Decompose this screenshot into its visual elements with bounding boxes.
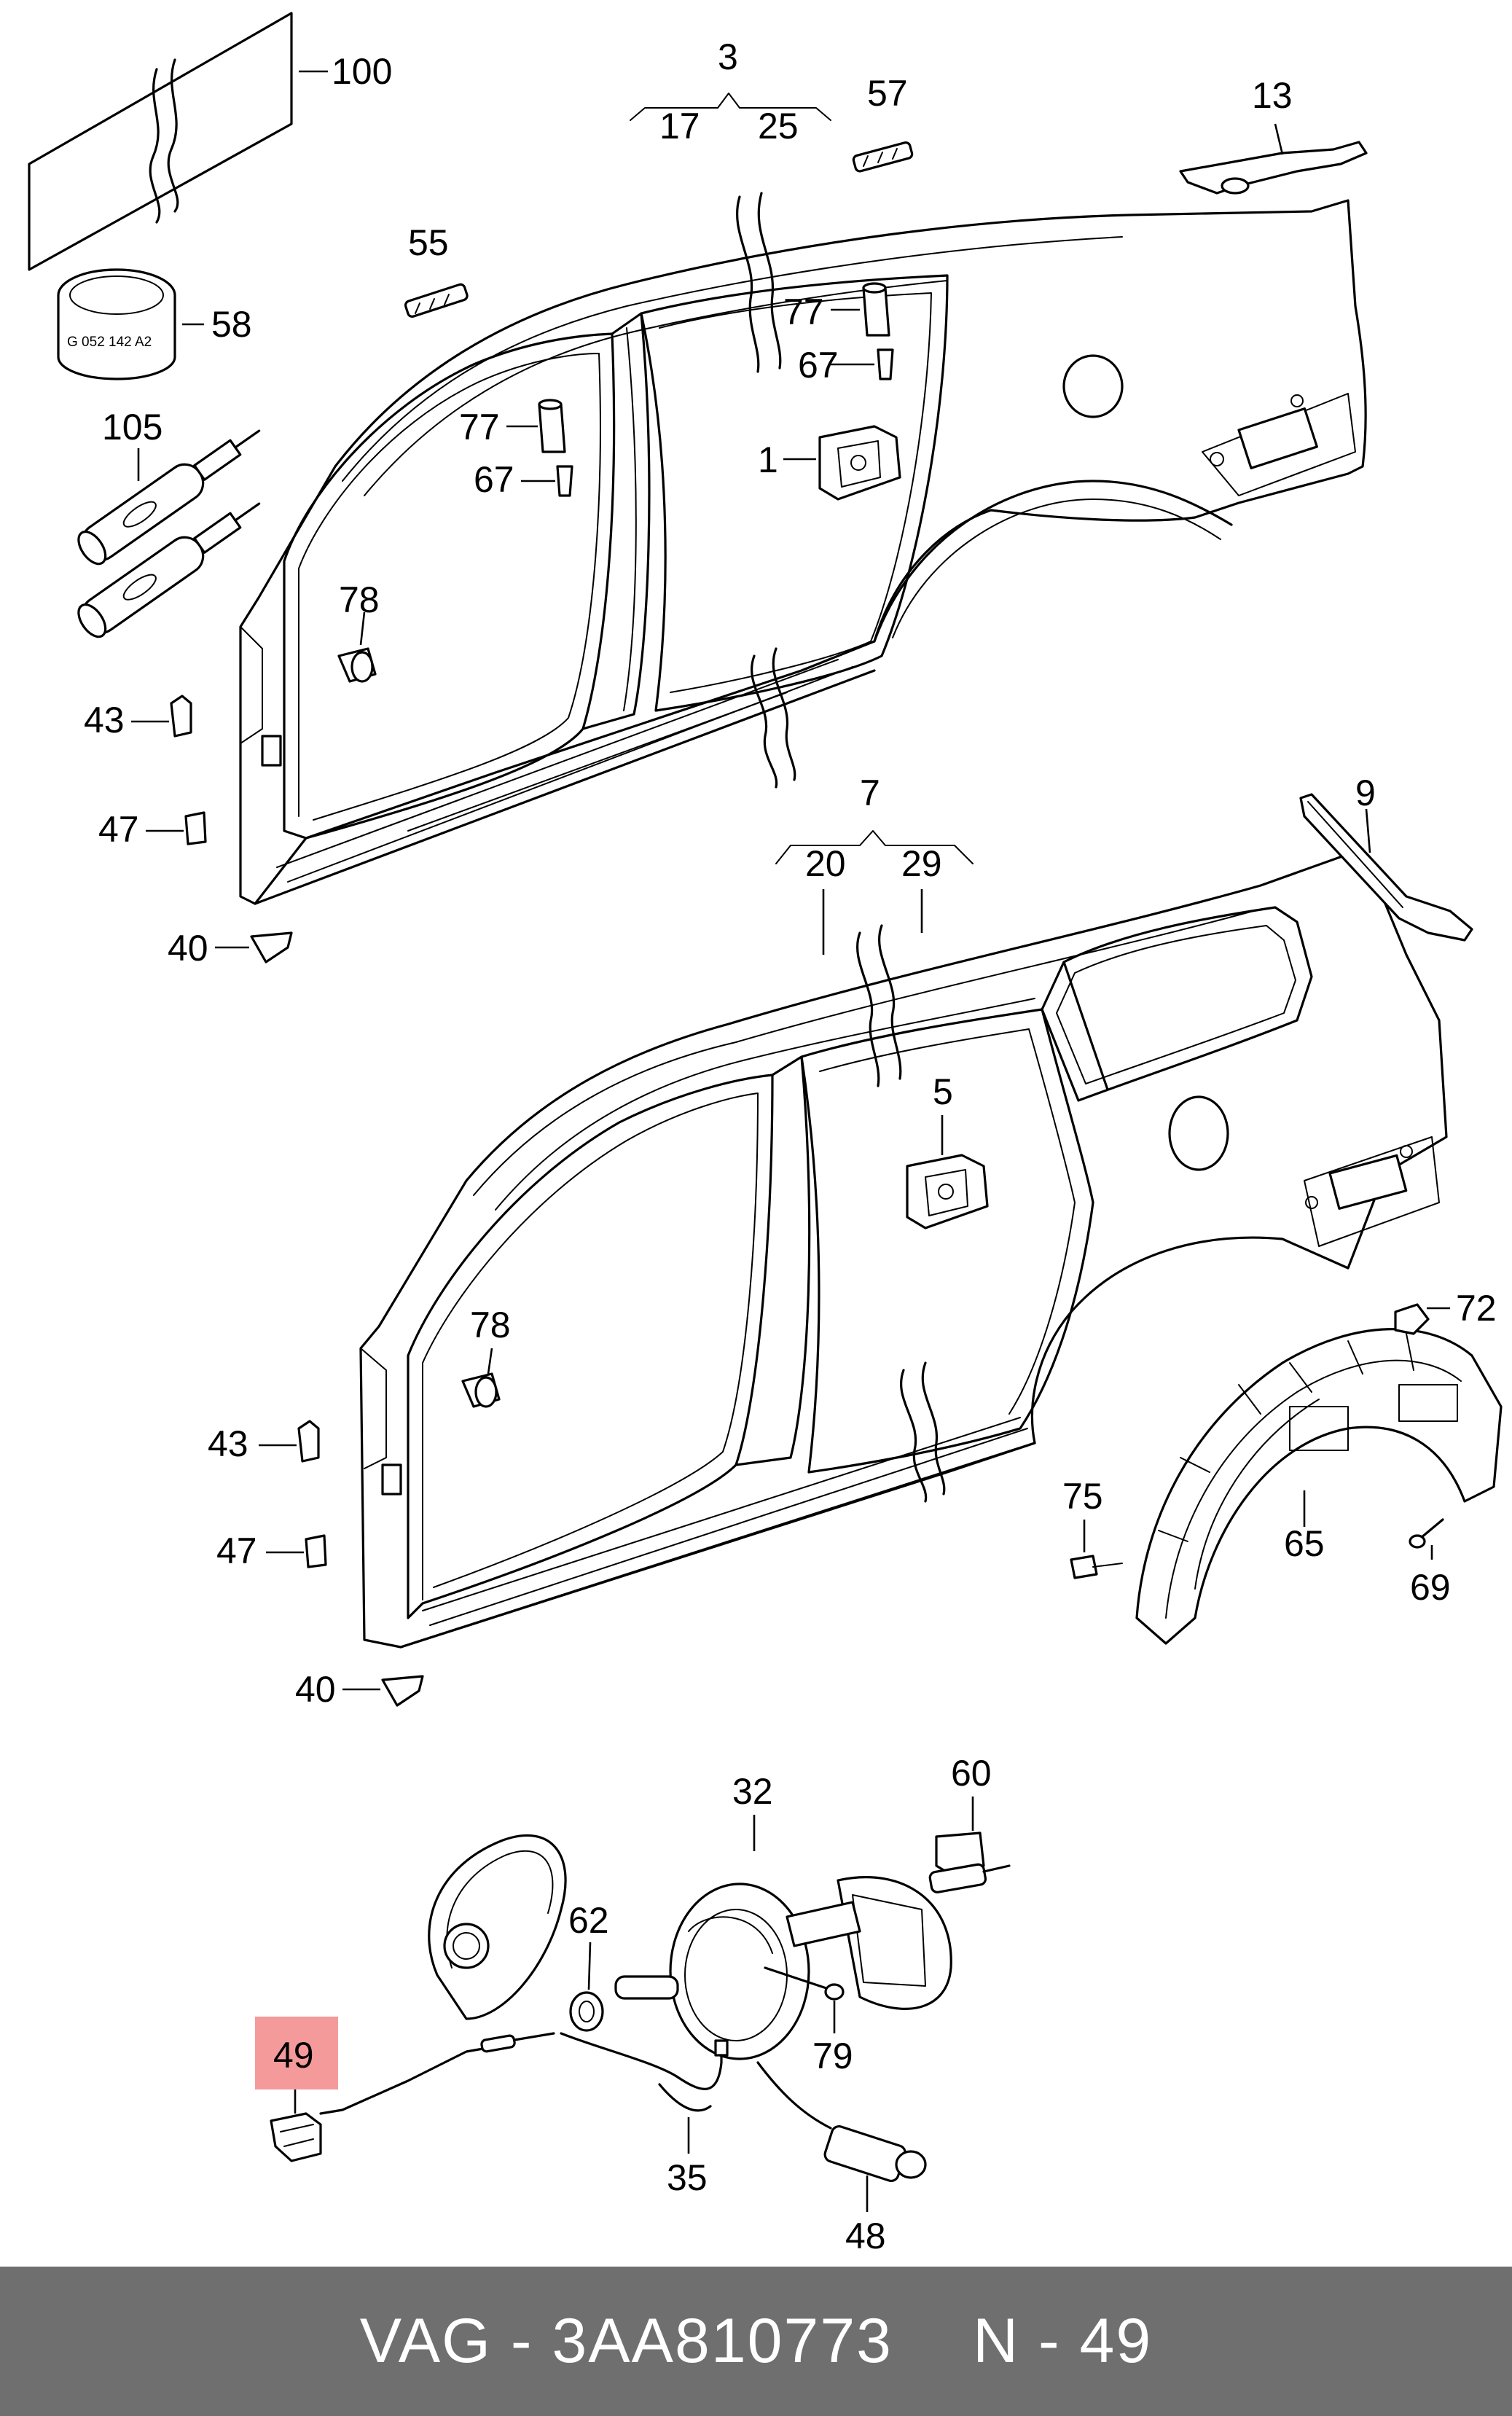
callout-72: 72 (1456, 1288, 1497, 1329)
callout-57: 57 (867, 73, 908, 114)
callout-1: 1 (758, 439, 778, 480)
callout-62: 62 (568, 1900, 609, 1941)
fuel-flap-assembly (270, 1797, 1011, 2212)
callout-78-sedan: 78 (339, 579, 380, 620)
callout-77-front: 77 (459, 407, 500, 447)
callout-7: 7 (860, 773, 880, 813)
bracket-part-5 (906, 1115, 989, 1229)
callout-13: 13 (1252, 75, 1293, 116)
callout-58: 58 (211, 304, 252, 345)
trim-clips (404, 141, 914, 318)
callout-69: 69 (1410, 1567, 1451, 1608)
liner-fasteners (1070, 1303, 1450, 1579)
callout-75: 75 (1062, 1476, 1103, 1517)
callout-100: 100 (332, 51, 392, 92)
grommet-sedan (337, 611, 377, 683)
roof-rail-end-piece (1179, 123, 1368, 195)
adhesive-tape-roll-part: G 052 142 A2 (57, 268, 204, 380)
callout-9: 9 (1355, 773, 1376, 813)
callout-5: 5 (933, 1071, 953, 1112)
callout-32: 32 (732, 1771, 773, 1812)
callout-105: 105 (102, 407, 162, 447)
grommet-estate (461, 1348, 501, 1408)
callout-25: 25 (758, 106, 799, 146)
callout-48: 48 (845, 2216, 886, 2256)
callout-78-estate: 78 (470, 1305, 511, 1345)
callout-67-front: 67 (474, 459, 514, 500)
callout-60: 60 (951, 1753, 992, 1794)
callout-3: 3 (718, 36, 738, 77)
callout-35: 35 (667, 2157, 708, 2198)
footer-position-number: N - 49 (972, 2306, 1153, 2376)
callout-47-estate: 47 (216, 1530, 257, 1571)
highlighted-callout-box (255, 2017, 338, 2089)
bracket-part-1 (783, 425, 901, 501)
footer-bar: VAG - 3AA810773 N - 49 (0, 2267, 1512, 2416)
parts-diagram: G 052 142 A2 (28, 12, 1503, 2256)
callout-20: 20 (805, 843, 846, 884)
callout-67-rear: 67 (798, 345, 839, 386)
small-clips-estate (259, 1420, 424, 1707)
callout-labels: 100 58 105 55 77 67 78 43 47 40 3 17 25 … (84, 36, 1497, 2256)
wheel-housing-liner (1135, 1328, 1503, 1645)
callout-43-estate: 43 (208, 1423, 248, 1464)
group-brackets (630, 93, 974, 864)
tape-stamp-label: G 052 142 A2 (67, 335, 152, 350)
callout-47-sedan: 47 (98, 809, 139, 850)
sealant-cartridges-part (77, 429, 261, 638)
callout-79: 79 (812, 2036, 853, 2076)
footer-caption: VAG - 3AA810773 N - 49 (0, 2267, 1512, 2416)
callout-65: 65 (1284, 1523, 1325, 1564)
callout-40-sedan: 40 (168, 928, 208, 969)
callout-43-sedan: 43 (84, 700, 125, 740)
small-clips-sedan (131, 695, 293, 963)
plug-and-screw-sedan (506, 282, 894, 497)
estate-side-panel (359, 848, 1448, 1649)
callout-77-rear: 77 (783, 292, 824, 332)
callout-49: 49 (273, 2035, 314, 2076)
rear-rail-part-9 (1299, 793, 1473, 942)
callout-17: 17 (659, 106, 700, 146)
footer-part-number: VAG - 3AA810773 (359, 2306, 893, 2376)
sealing-sheet-part (28, 12, 328, 271)
callout-55: 55 (408, 222, 449, 263)
sedan-side-panel (239, 192, 1367, 905)
callout-40-estate: 40 (295, 1669, 336, 1710)
callout-29: 29 (901, 843, 942, 884)
